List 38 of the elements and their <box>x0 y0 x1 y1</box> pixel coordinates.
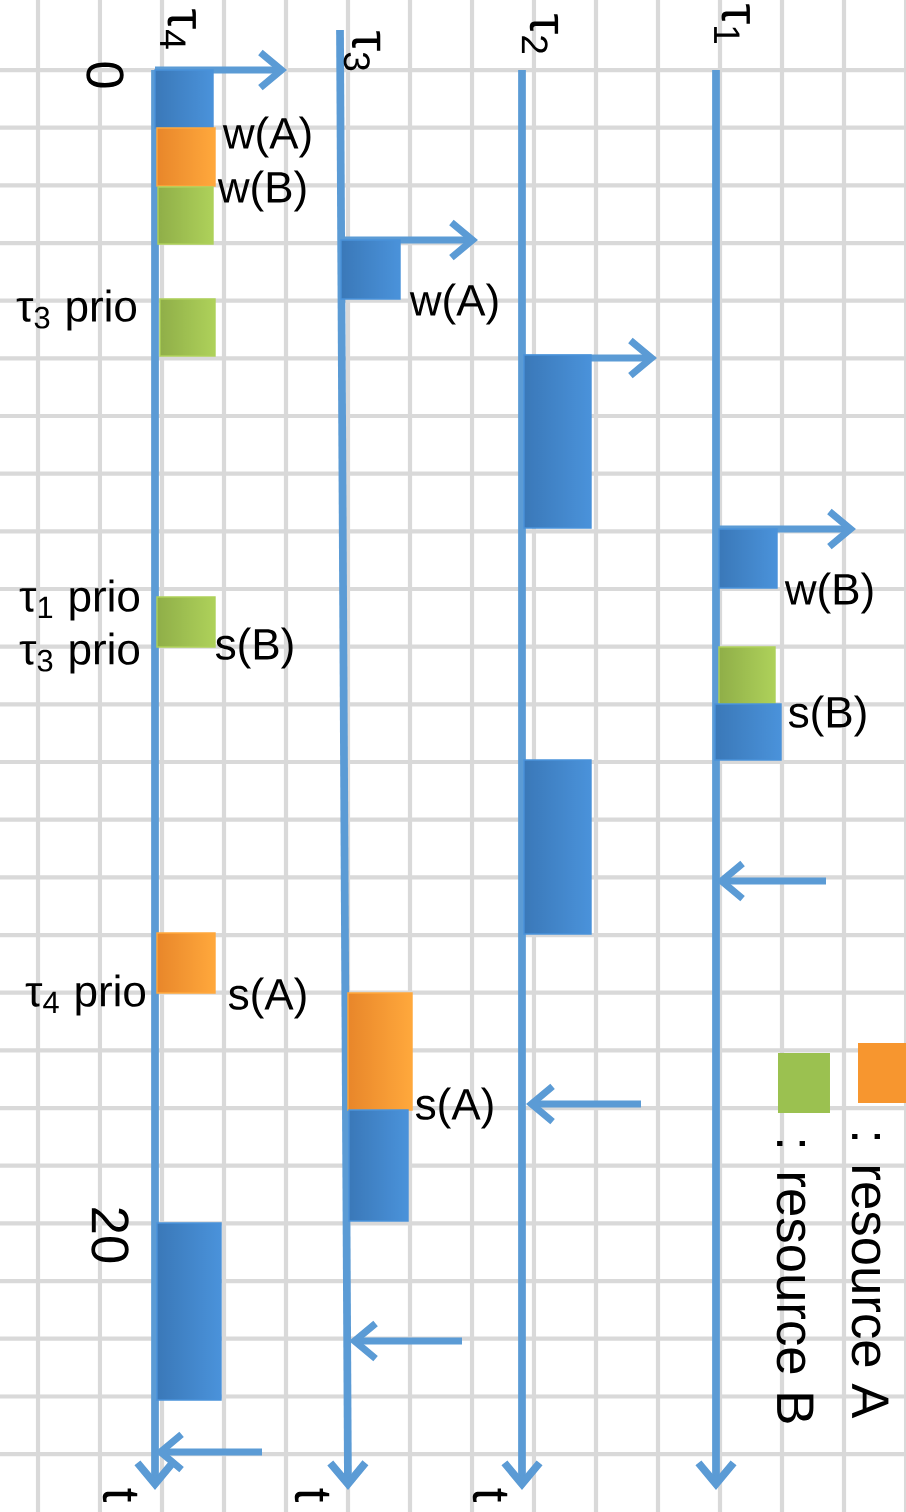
task-bar <box>347 992 413 1111</box>
bar-note: s(A) <box>228 977 306 1019</box>
bar-note: s(B) <box>788 695 866 737</box>
task-bar <box>156 932 216 994</box>
bar-note: w(B) <box>784 572 873 614</box>
task-bar <box>157 186 214 245</box>
time-label: 0 <box>86 62 124 88</box>
task-bar <box>718 646 776 705</box>
task-bar <box>340 239 401 300</box>
bar-note: τ$_{3}$ prio <box>19 632 139 674</box>
bar-note: s(B) <box>215 627 293 669</box>
task-bar <box>159 298 216 357</box>
bar-note: w(A) <box>409 283 498 325</box>
task-bar <box>154 69 214 129</box>
axis-label: t <box>102 1488 138 1502</box>
task-bar <box>348 1109 409 1222</box>
axis-label: t <box>472 1488 508 1502</box>
task-label: τ$_{2}$ <box>521 14 559 53</box>
bar-note: τ$_{3}$ prio <box>16 289 136 331</box>
legend-label: : resource A <box>851 1134 889 1419</box>
task-bar <box>714 703 782 761</box>
bar-note: τ$_{4}$ prio <box>25 974 145 1016</box>
bar-note: τ$_{1}$ prio <box>19 579 139 621</box>
task-bar <box>156 1222 222 1401</box>
task-label: τ$_{4}$ <box>160 9 196 49</box>
bar-note: w(A) <box>222 116 311 158</box>
axis-label: t <box>294 1488 330 1502</box>
task-bar <box>718 528 778 589</box>
task-bar <box>523 354 592 529</box>
bar-note: w(B) <box>217 170 306 212</box>
task-bar <box>523 759 592 935</box>
task-bar <box>156 596 216 648</box>
task-bar <box>156 127 216 187</box>
bar-note: s(A) <box>415 1087 493 1129</box>
task-label: τ$_{3}$ <box>343 31 381 71</box>
legend-label: : resource B <box>776 1141 814 1423</box>
task-label: τ$_{1}$ <box>714 4 750 43</box>
time-label: 20 <box>91 1208 129 1263</box>
